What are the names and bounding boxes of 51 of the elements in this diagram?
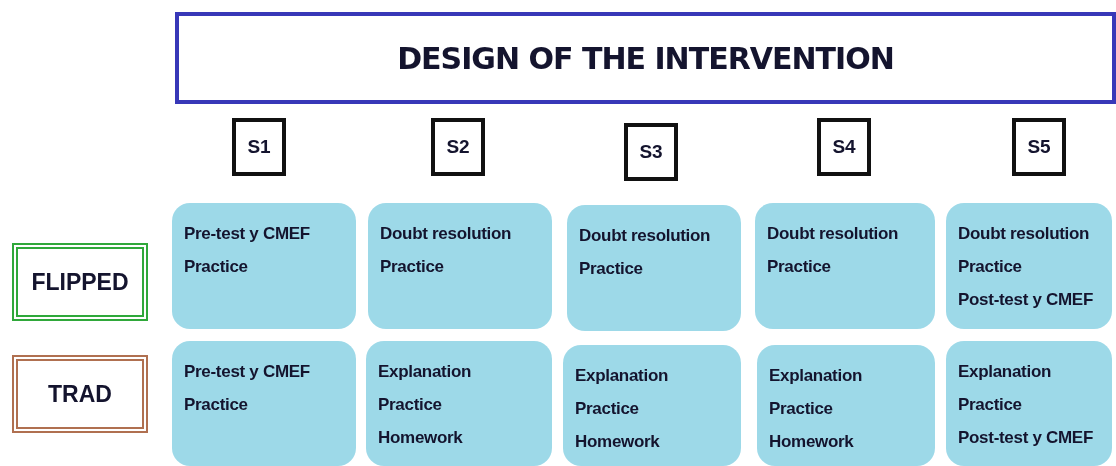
activity-text: Post-test y CMEF bbox=[958, 289, 1094, 311]
activity-card bbox=[172, 341, 356, 466]
activity-text: Explanation bbox=[378, 361, 473, 383]
activity-text: Practice bbox=[380, 256, 445, 278]
session-box bbox=[232, 118, 286, 176]
session-box bbox=[817, 118, 871, 176]
activity-text: Practice bbox=[958, 256, 1023, 278]
session-label: S2 bbox=[446, 136, 470, 158]
session-box bbox=[431, 118, 485, 176]
activity-text: Practice bbox=[769, 398, 834, 420]
activity-card bbox=[368, 203, 552, 329]
activity-text: Explanation bbox=[575, 365, 670, 387]
group-label-box bbox=[12, 355, 148, 433]
activity-card bbox=[563, 345, 741, 466]
activity-text: Post-test y CMEF bbox=[958, 427, 1094, 449]
session-box bbox=[624, 123, 678, 181]
activity-card bbox=[567, 205, 741, 331]
activity-card bbox=[757, 345, 935, 466]
activity-text: Explanation bbox=[958, 361, 1053, 383]
session-label: S1 bbox=[247, 136, 271, 158]
session-label: S4 bbox=[832, 136, 856, 158]
group-label-box bbox=[12, 243, 148, 321]
activity-text: Practice bbox=[378, 394, 443, 416]
activity-card bbox=[172, 203, 356, 329]
session-label: S3 bbox=[639, 141, 663, 163]
title-text: DESIGN OF THE INTERVENTION bbox=[397, 40, 894, 76]
activity-card bbox=[366, 341, 552, 466]
activity-text: Practice bbox=[767, 256, 832, 278]
activity-text: Practice bbox=[958, 394, 1023, 416]
title-box bbox=[175, 12, 1116, 104]
activity-card bbox=[946, 341, 1112, 466]
activity-text: Homework bbox=[769, 431, 855, 453]
activity-text: Practice bbox=[184, 394, 249, 416]
activity-text: Pre-test y CMEF bbox=[184, 361, 311, 383]
activity-text: Doubt resolution bbox=[958, 223, 1091, 245]
activity-card bbox=[946, 203, 1112, 329]
activity-text: Homework bbox=[575, 431, 661, 453]
activity-text: Practice bbox=[184, 256, 249, 278]
group-label: TRAD bbox=[48, 380, 112, 408]
session-box bbox=[1012, 118, 1066, 176]
activity-text: Doubt resolution bbox=[767, 223, 900, 245]
activity-text: Practice bbox=[579, 258, 644, 280]
group-label: FLIPPED bbox=[31, 268, 129, 296]
activity-text: Explanation bbox=[769, 365, 864, 387]
activity-card bbox=[755, 203, 935, 329]
activity-text: Doubt resolution bbox=[380, 223, 513, 245]
activity-text: Homework bbox=[378, 427, 464, 449]
activity-text: Pre-test y CMEF bbox=[184, 223, 311, 245]
session-label: S5 bbox=[1027, 136, 1051, 158]
activity-text: Doubt resolution bbox=[579, 225, 712, 247]
activity-text: Practice bbox=[575, 398, 640, 420]
